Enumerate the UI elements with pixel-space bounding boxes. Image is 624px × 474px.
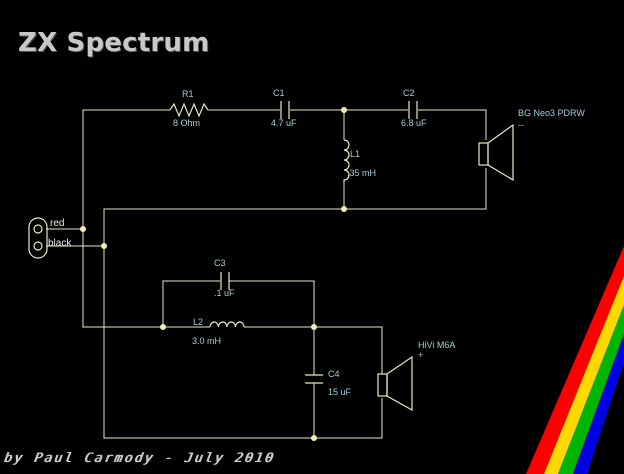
yellow-stripe — [544, 276, 624, 474]
red-stripe — [526, 246, 624, 474]
woofer-speaker: HiVi M6A + — [377, 340, 455, 412]
wiring — [46, 109, 487, 439]
resistor-r1: R1 8 Ohm — [169, 89, 209, 128]
capacitor-c3: C3 .1 uF — [214, 258, 235, 298]
c2-ref: C2 — [403, 88, 415, 98]
r1-value: 8 Ohm — [173, 118, 200, 128]
l2-ref: L2 — [193, 317, 203, 327]
l1-value: .35 mH — [347, 168, 376, 178]
r1-ref: R1 — [182, 89, 194, 99]
input-terminal: red black — [28, 217, 72, 259]
tweeter-polarity: -- — [518, 120, 524, 130]
terminal-black-label: black — [48, 238, 72, 249]
inductor-l1: L1 .35 mH — [343, 139, 376, 182]
woofer-polarity: + — [418, 350, 423, 360]
l1-ref: L1 — [350, 149, 360, 159]
c2-value: 6.8 uF — [401, 118, 427, 128]
junction-dots — [80, 107, 347, 441]
c4-value: 15 uF — [328, 387, 352, 397]
c4-ref: C4 — [328, 369, 340, 379]
c1-ref: C1 — [273, 88, 285, 98]
l2-value: 3.0 mH — [192, 336, 221, 346]
diagram-title: ZX Spectrum — [18, 28, 210, 58]
c3-ref: C3 — [214, 258, 226, 268]
tweeter-name: BG Neo3 PDRW — [518, 108, 585, 118]
c1-value: 4.7 uF — [271, 118, 297, 128]
tweeter-speaker: BG Neo3 PDRW -- — [478, 108, 585, 182]
capacitor-c4: C4 15 uF — [305, 369, 352, 397]
capacitor-c2: C2 6.8 uF — [401, 88, 427, 128]
c3-value: .1 uF — [214, 288, 235, 298]
green-stripe — [558, 305, 624, 474]
terminal-red-label: red — [50, 218, 64, 229]
inductor-l2: L2 3.0 mH — [192, 317, 245, 346]
blue-stripe — [573, 334, 624, 474]
woofer-name: HiVi M6A — [418, 340, 455, 350]
capacitor-c1: C1 4.7 uF — [271, 88, 297, 128]
author-credit: by Paul Carmody - July 2010 — [2, 451, 277, 466]
spectrum-stripes — [526, 246, 624, 474]
